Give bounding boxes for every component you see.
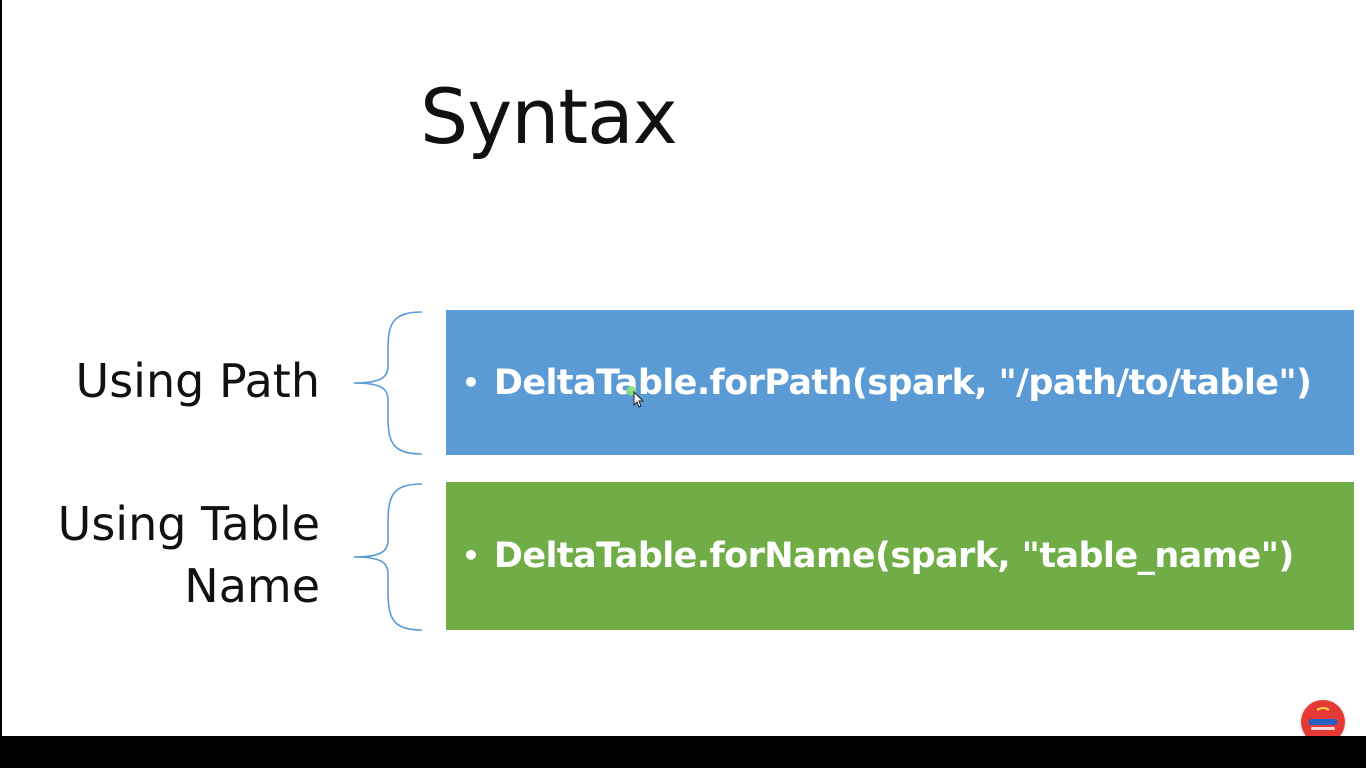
curly-brace-icon	[352, 482, 424, 632]
code-for-path: DeltaTable.forPath(spark, "/path/to/tabl…	[493, 362, 1312, 403]
mouse-pointer-icon	[626, 386, 644, 408]
label-line: Name	[184, 559, 320, 613]
presentation-slide: Syntax Using Path • DeltaTable.forPath(s…	[2, 0, 1366, 736]
bullet-glyph: •	[462, 365, 480, 399]
slide-title: Syntax	[420, 72, 678, 161]
label-using-table-name: Using Table Name	[58, 493, 320, 617]
label-using-path: Using Path	[76, 350, 320, 412]
code-box-for-name: • DeltaTable.forName(spark, "table_name"…	[446, 482, 1354, 630]
label-line: Using Table	[57, 497, 320, 551]
letterbox-bar	[0, 736, 1366, 768]
label-line: Using Path	[75, 354, 320, 408]
bullet-glyph: •	[462, 539, 480, 572]
code-box-for-path: • DeltaTable.forPath(spark, "/path/to/ta…	[446, 310, 1354, 455]
code-for-name: DeltaTable.forName(spark, "table_name")	[493, 536, 1294, 576]
channel-logo-icon	[1301, 700, 1345, 736]
curly-brace-icon	[352, 310, 424, 456]
